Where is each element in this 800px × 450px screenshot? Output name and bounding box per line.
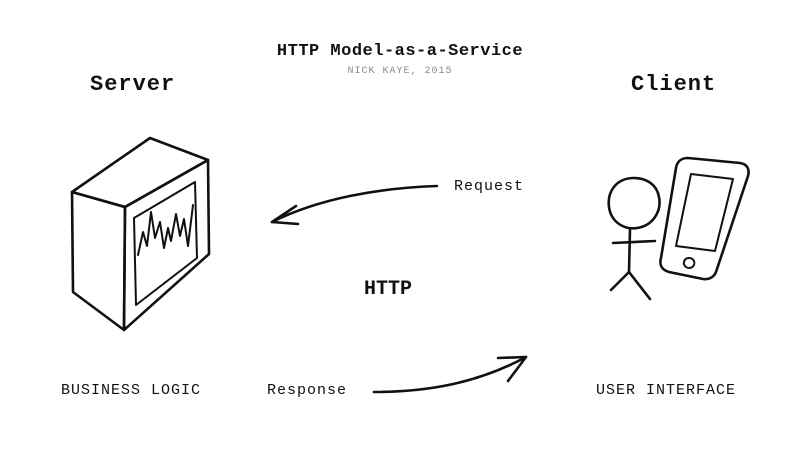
- request-label: Request: [454, 178, 525, 195]
- user-figure-icon: [607, 176, 661, 301]
- server-monitor-icon: [70, 136, 211, 332]
- server-heading: Server: [90, 72, 176, 97]
- client-heading: Client: [631, 72, 717, 97]
- response-arrow: [372, 355, 528, 394]
- diagram-subtitle: NICK KAYE, 2015: [347, 66, 453, 77]
- smartphone-icon: [659, 156, 750, 281]
- diagram-title: HTTP Model-as-a-Service: [276, 42, 524, 61]
- http-label: HTTP: [364, 278, 413, 301]
- business-logic-caption: BUSINESS LOGIC: [61, 382, 202, 399]
- response-label: Response: [267, 382, 348, 399]
- user-interface-caption: USER INTERFACE: [596, 382, 737, 399]
- request-arrow: [270, 184, 439, 226]
